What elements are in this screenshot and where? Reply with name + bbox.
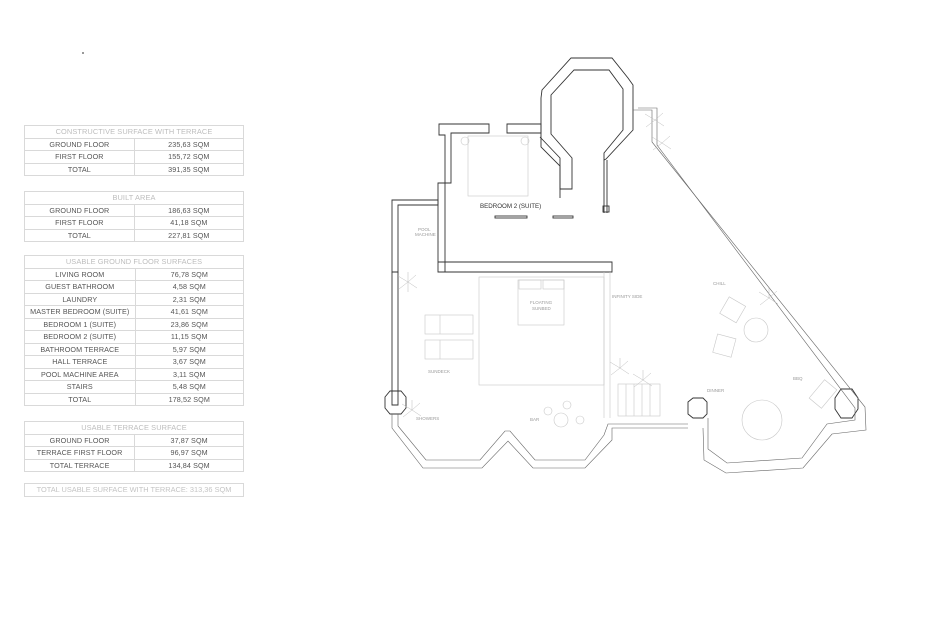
constructive-surface-table: CONSTRUCTIVE SURFACE WITH TERRACE GROUND… [24, 125, 245, 176]
row-value: 178,52 SQM [134, 392, 245, 406]
row-value: 227,81 SQM [133, 228, 245, 242]
table-row: BEDROOM 2 (SUITE)11,15 SQM [24, 330, 245, 344]
label-floating-sunbed: FLOATING [530, 300, 553, 305]
row-value: 391,35 SQM [133, 162, 245, 176]
nightstand [460, 136, 470, 146]
corner-octagon [834, 388, 859, 419]
label-sundeck: SUNDECK [428, 369, 450, 374]
row-value: 11,15 SQM [134, 330, 245, 344]
dining-table [741, 399, 783, 441]
sunbed [424, 339, 474, 360]
corner-octagon [384, 390, 407, 415]
right-column [603, 160, 608, 213]
bottom-wall-inner [397, 414, 688, 461]
partition [494, 215, 528, 219]
octagon-tower-wall [540, 57, 634, 190]
label-floating-sunbed: SUNBED [532, 306, 552, 311]
bar-stool [575, 415, 585, 425]
label-pool-machine: POOL [418, 227, 431, 232]
label-bbq: BBQ [793, 376, 803, 381]
bedroom-wall [438, 123, 490, 184]
terrace-wall [633, 109, 867, 474]
bedroom-wall [437, 182, 446, 273]
pillar [602, 205, 610, 213]
grand-total: TOTAL USABLE SURFACE WITH TERRACE: 313,3… [24, 483, 244, 497]
bar-stool [562, 400, 572, 410]
stairs [617, 383, 661, 417]
bbq [808, 379, 838, 409]
label-infinity-side: INFINITY SIDE [612, 294, 642, 299]
bottom-wall [438, 261, 613, 273]
bottom-wall-outer [391, 414, 688, 469]
marker-dot [82, 52, 84, 54]
usable-ground-floor-table: USABLE GROUND FLOOR SURFACES LIVING ROOM… [24, 255, 245, 406]
infinity-edge [603, 272, 611, 418]
corner-octagon [687, 397, 708, 419]
bedroom-inner-wall [539, 136, 561, 198]
lounge-chair [712, 333, 737, 358]
palm-icon [397, 112, 779, 418]
label-bar: BAR [530, 417, 540, 422]
sunbed [424, 314, 474, 335]
label-showers: SHOWERS [416, 416, 439, 421]
bedroom-wall [506, 123, 542, 134]
nightstand [520, 136, 530, 146]
left-wall [391, 272, 399, 406]
label-dinner: DINNER [707, 388, 725, 393]
chill-table [743, 317, 769, 343]
row-label: TOTAL TERRACE [23, 458, 136, 472]
bed [467, 135, 529, 197]
pool [478, 276, 605, 386]
label-pool-machine: MACHINE [415, 232, 436, 237]
terrace-wall [638, 107, 856, 464]
row-value: 134,84 SQM [134, 458, 244, 472]
bar-stool [553, 412, 569, 428]
lounge-chair [719, 296, 747, 324]
table-row: BEDROOM 1 (SUITE)23,86 SQM [24, 317, 245, 331]
bar-stool [543, 406, 553, 416]
label-bedroom-2: BEDROOM 2 (SUITE) [480, 203, 541, 210]
label-chill: CHILL [713, 281, 726, 286]
partition [552, 215, 574, 219]
